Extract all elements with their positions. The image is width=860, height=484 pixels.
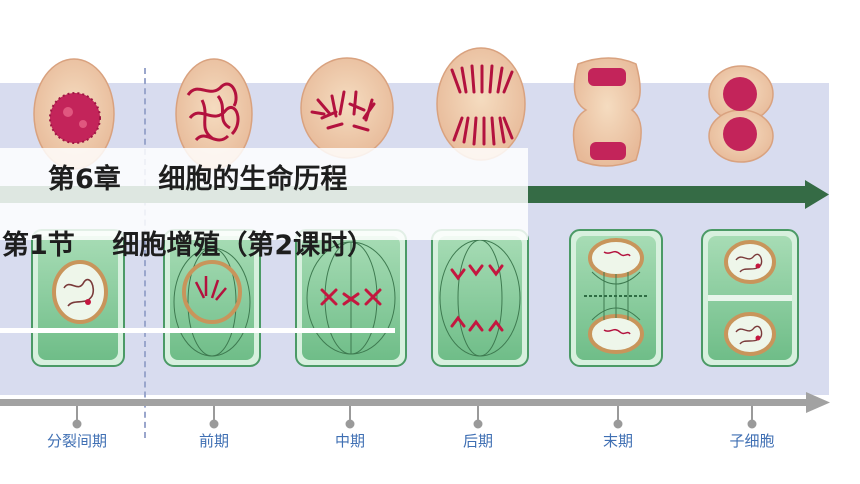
stage-label-metaphase: 中期 xyxy=(334,432,366,450)
title-overlay-panel xyxy=(0,148,528,240)
stage-label-telophase: 末期 xyxy=(602,432,634,450)
stage-label-daughter-cells: 子细胞 xyxy=(729,432,775,450)
stage-label-anaphase: 后期 xyxy=(462,432,494,450)
prophase-animal-cell xyxy=(175,58,253,170)
stage-label-interphase: 分裂间期 xyxy=(46,432,108,450)
section-title: 第1节 细胞增殖（第2课时） xyxy=(2,230,375,261)
timeline-ticks xyxy=(72,406,757,429)
daughter-plant-cells xyxy=(701,229,799,367)
telophase-plant-cell xyxy=(569,229,663,367)
interphase-divider-dashed-line xyxy=(144,68,146,438)
title-underline xyxy=(0,328,395,333)
daughter-animal-cells xyxy=(708,65,774,163)
stage-label-prophase: 前期 xyxy=(198,432,230,450)
chapter-title: 第6章 细胞的生命历程 xyxy=(48,164,348,195)
anaphase-animal-cell xyxy=(436,47,526,161)
telophase-animal-cell xyxy=(572,57,642,167)
interphase-animal-cell xyxy=(33,58,115,170)
anaphase-plant-cell xyxy=(431,229,529,367)
metaphase-animal-cell xyxy=(300,57,394,159)
timeline-axis-arrow xyxy=(0,392,830,413)
